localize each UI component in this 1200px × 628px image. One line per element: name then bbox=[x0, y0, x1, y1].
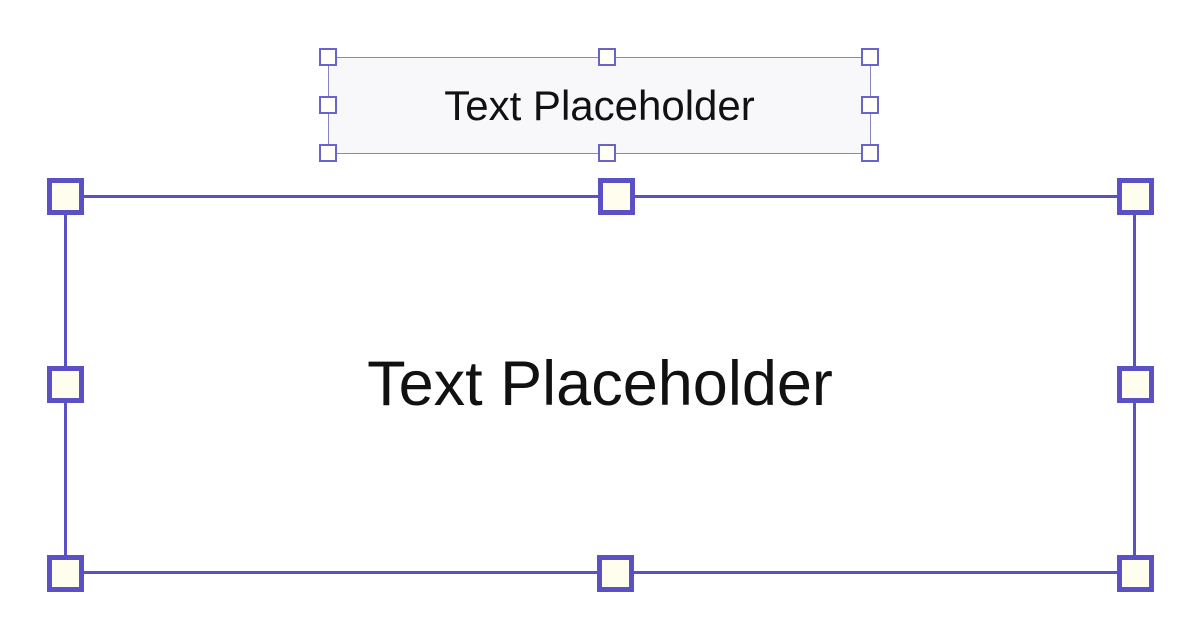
resize-handle-middle-left[interactable] bbox=[319, 96, 337, 114]
small-text-placeholder-label: Text Placeholder bbox=[444, 81, 755, 129]
resize-handle-top-left[interactable] bbox=[319, 48, 337, 66]
resize-handle-top-right[interactable] bbox=[1117, 178, 1154, 215]
resize-handle-bottom-right[interactable] bbox=[1117, 555, 1154, 592]
resize-handle-top-right[interactable] bbox=[861, 48, 879, 66]
resize-handle-bottom-left[interactable] bbox=[47, 555, 84, 592]
large-text-placeholder-label: Text Placeholder bbox=[367, 349, 833, 419]
resize-handle-middle-right[interactable] bbox=[861, 96, 879, 114]
resize-handle-top-middle[interactable] bbox=[598, 178, 635, 215]
resize-handle-top-left[interactable] bbox=[47, 178, 84, 215]
resize-handle-top-middle[interactable] bbox=[598, 48, 616, 66]
resize-handle-middle-right[interactable] bbox=[1117, 366, 1154, 403]
resize-handle-bottom-middle[interactable] bbox=[597, 555, 634, 592]
resize-handle-middle-left[interactable] bbox=[47, 366, 84, 403]
resize-handle-bottom-left[interactable] bbox=[319, 144, 337, 162]
large-text-placeholder[interactable]: Text Placeholder bbox=[64, 195, 1136, 574]
resize-handle-bottom-right[interactable] bbox=[861, 144, 879, 162]
resize-handle-bottom-middle[interactable] bbox=[598, 144, 616, 162]
small-text-placeholder[interactable]: Text Placeholder bbox=[328, 57, 871, 154]
